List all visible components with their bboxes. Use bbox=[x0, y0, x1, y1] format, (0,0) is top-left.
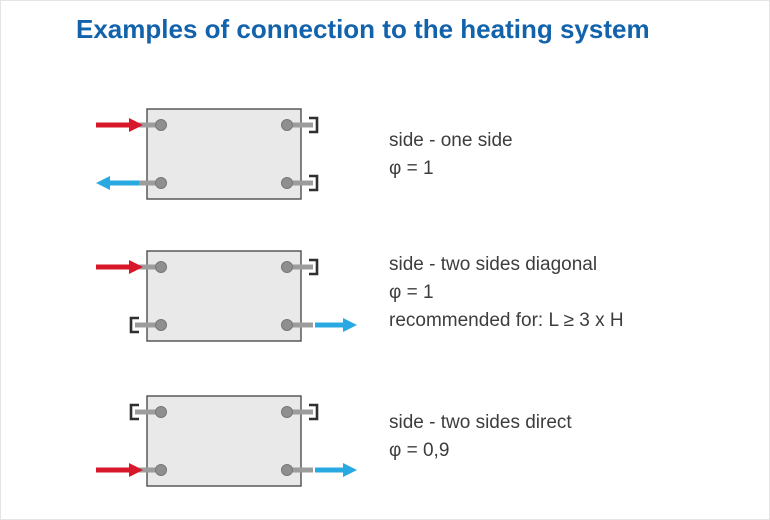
return-arrow-icon bbox=[315, 318, 357, 332]
supply-arrow-icon bbox=[96, 463, 143, 477]
connection-label: side - one side bbox=[389, 130, 513, 151]
connection-description-1: side - one side φ = 1 bbox=[389, 127, 513, 183]
port-top-right bbox=[281, 261, 293, 273]
port-top-right bbox=[281, 119, 293, 131]
return-arrow-icon bbox=[96, 176, 139, 190]
recommendation-note: recommended for: L ≥ 3 x H bbox=[389, 310, 624, 331]
connection-description-3: side - two sides direct φ = 0,9 bbox=[389, 409, 572, 465]
supply-arrow-icon bbox=[96, 118, 143, 132]
blanking-cap-icon bbox=[129, 316, 139, 334]
port-bottom-right bbox=[281, 177, 293, 189]
port-bottom-right bbox=[281, 319, 293, 331]
connection-label: side - two sides diagonal bbox=[389, 254, 598, 275]
radiator-body bbox=[146, 250, 302, 342]
blanking-cap-icon bbox=[129, 403, 139, 421]
diagram-side-one-side bbox=[96, 108, 319, 200]
connection-label: side - two sides direct bbox=[389, 412, 572, 433]
phi-value: φ = 1 bbox=[389, 282, 434, 303]
blanking-cap-icon bbox=[309, 174, 319, 192]
phi-value: φ = 0,9 bbox=[389, 440, 450, 461]
radiator-body bbox=[146, 108, 302, 200]
diagram-side-two-sides-direct bbox=[96, 395, 357, 487]
port-bottom-right bbox=[281, 464, 293, 476]
diagram-side-two-sides-diagonal bbox=[96, 250, 357, 342]
port-top-left bbox=[155, 119, 167, 131]
phi-value: φ = 1 bbox=[389, 158, 434, 179]
blanking-cap-icon bbox=[309, 403, 319, 421]
radiator-body bbox=[146, 395, 302, 487]
blanking-cap-icon bbox=[309, 116, 319, 134]
port-bottom-left bbox=[155, 464, 167, 476]
port-bottom-left bbox=[155, 177, 167, 189]
connection-description-2: side - two sides diagonal φ = 1 recommen… bbox=[389, 251, 624, 335]
blanking-cap-icon bbox=[309, 258, 319, 276]
port-top-left bbox=[155, 406, 167, 418]
supply-arrow-icon bbox=[96, 260, 143, 274]
port-top-right bbox=[281, 406, 293, 418]
port-top-left bbox=[155, 261, 167, 273]
port-bottom-left bbox=[155, 319, 167, 331]
return-arrow-icon bbox=[315, 463, 357, 477]
page-title: Examples of connection to the heating sy… bbox=[76, 14, 650, 44]
